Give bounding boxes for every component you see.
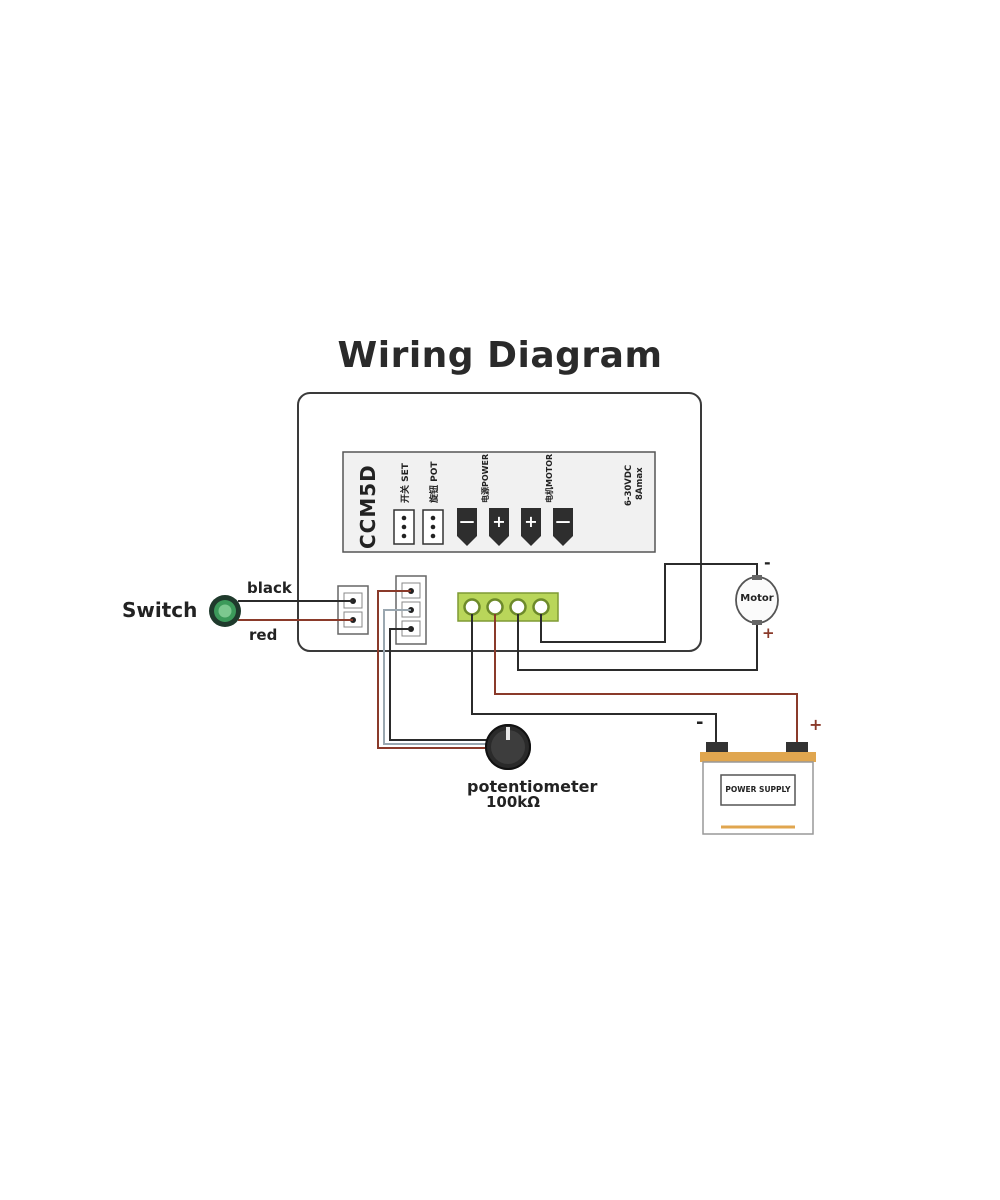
rating-current: 8Amax: [635, 467, 645, 500]
terminal-sign-4: —: [555, 512, 571, 530]
motor-minus-sign: -: [764, 553, 771, 572]
battery-icon: [700, 742, 816, 835]
potentiometer-label: potentiometer: [467, 777, 598, 796]
motor-plus-sign: +: [762, 624, 775, 642]
power-label: 电源POWER: [481, 453, 490, 503]
terminal-tab-power-plus: [489, 508, 509, 546]
motor-wires: [517, 563, 758, 671]
screw-terminal-4: [532, 598, 550, 616]
terminal-sign-3: +: [524, 512, 538, 531]
red-wire-label: red: [249, 626, 278, 644]
set-label: 开关 SET: [401, 463, 411, 503]
screw-terminal-3: [509, 598, 527, 616]
motor-icon: [735, 575, 779, 625]
motor-label: 电机MOTOR: [545, 453, 554, 503]
potentiometer-value: 100kΩ: [486, 793, 541, 811]
pot-label: 旋钮 POT: [430, 461, 440, 503]
potentiometer-knob: [485, 724, 531, 770]
power-supply-label: POWER SUPPLY: [725, 785, 791, 794]
terminal-tab-motor-minus: [553, 508, 573, 546]
screw-terminal-1: [463, 598, 481, 616]
potentiometer-wires: [377, 590, 492, 749]
rating-voltage: 6-30VDC: [624, 464, 634, 506]
battery-plus-sign: +: [809, 715, 823, 734]
terminal-tab-power-minus: [457, 508, 477, 546]
motor-label-text: Motor: [740, 593, 774, 604]
black-wire-label: black: [247, 579, 292, 597]
power-wires: [471, 614, 798, 742]
terminal-sign-2: +: [492, 512, 506, 531]
switch-wires: [238, 600, 353, 621]
screw-terminal-2: [486, 598, 504, 616]
switch-label: Switch: [122, 598, 198, 622]
rocker-switch: [209, 595, 241, 627]
module-model: CCM5D: [356, 464, 380, 549]
terminal-sign-1: —: [459, 512, 475, 530]
terminal-tab-motor-plus: [521, 508, 541, 546]
page-title: Wiring Diagram: [337, 335, 663, 376]
battery-minus-sign: -: [696, 712, 704, 733]
